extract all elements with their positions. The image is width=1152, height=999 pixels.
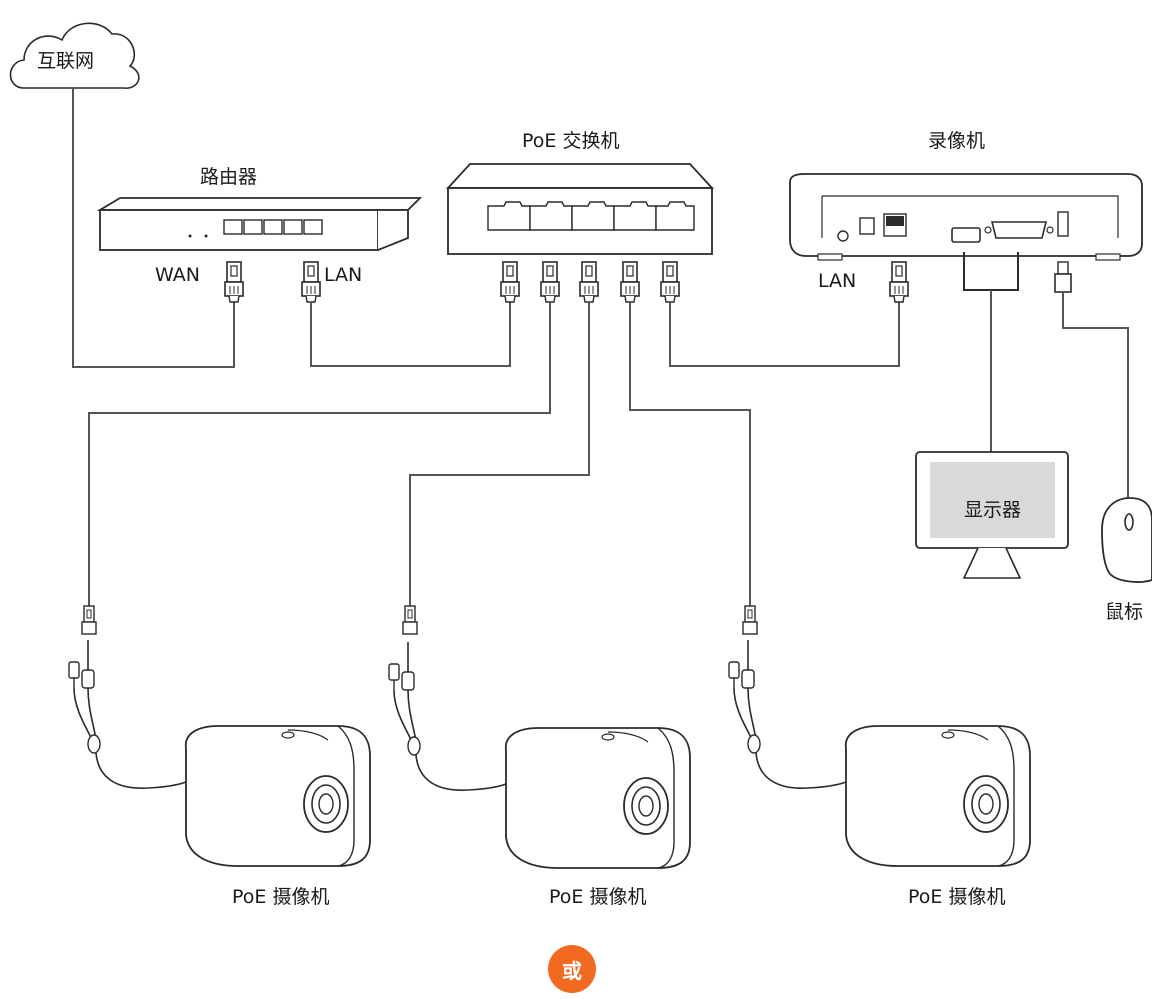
switch-port5-plug-icon [660, 261, 680, 303]
camera3-cable [629, 302, 751, 606]
monitor-label: 显示器 [963, 499, 1021, 521]
camera3-icon [728, 639, 1031, 867]
router-switch-cable [310, 302, 511, 367]
camera2-cable [409, 302, 590, 606]
nvr-label: 录像机 [928, 130, 986, 152]
nvr-lan-plug-icon [889, 261, 909, 303]
camera2-icon [388, 641, 691, 869]
usb-plug-icon [1054, 261, 1072, 293]
router-device-icon [96, 197, 423, 251]
video-cable-bracket [963, 252, 1019, 291]
switch-port4-plug-icon [620, 261, 640, 303]
router-lan-plug-icon [301, 261, 321, 303]
camera2-plug-icon [402, 605, 418, 635]
router-label: 路由器 [200, 166, 258, 188]
camera1-label: PoE 摄像机 [232, 886, 330, 908]
nvr-device-icon [789, 173, 1143, 261]
poe-switch-device-icon [445, 163, 715, 255]
mouse-icon [1101, 497, 1152, 583]
wan-cable [72, 88, 235, 368]
router-lan-label: LAN [324, 264, 363, 286]
internet-cloud-icon [9, 22, 140, 89]
monitor-icon [915, 451, 1069, 579]
camera2-label: PoE 摄像机 [549, 886, 647, 908]
camera1-icon [68, 639, 371, 867]
poe-switch-label: PoE 交换机 [522, 130, 620, 152]
camera3-plug-icon [742, 605, 758, 635]
switch-port3-plug-icon [579, 261, 599, 303]
camera1-cable [88, 302, 551, 606]
switch-port2-plug-icon [540, 261, 560, 303]
mouse-label: 鼠标 [1105, 601, 1144, 623]
or-badge: 或 [548, 945, 596, 993]
internet-label: 互联网 [37, 50, 95, 72]
nvr-lan-label: LAN [818, 270, 857, 292]
camera1-plug-icon [81, 605, 97, 635]
router-wan-plug-icon [224, 261, 244, 303]
switch-port1-plug-icon [500, 261, 520, 303]
switch-nvr-cable [669, 302, 900, 367]
mouse-cable [1062, 292, 1129, 500]
wan-label: WAN [155, 264, 200, 286]
camera3-label: PoE 摄像机 [908, 886, 1006, 908]
